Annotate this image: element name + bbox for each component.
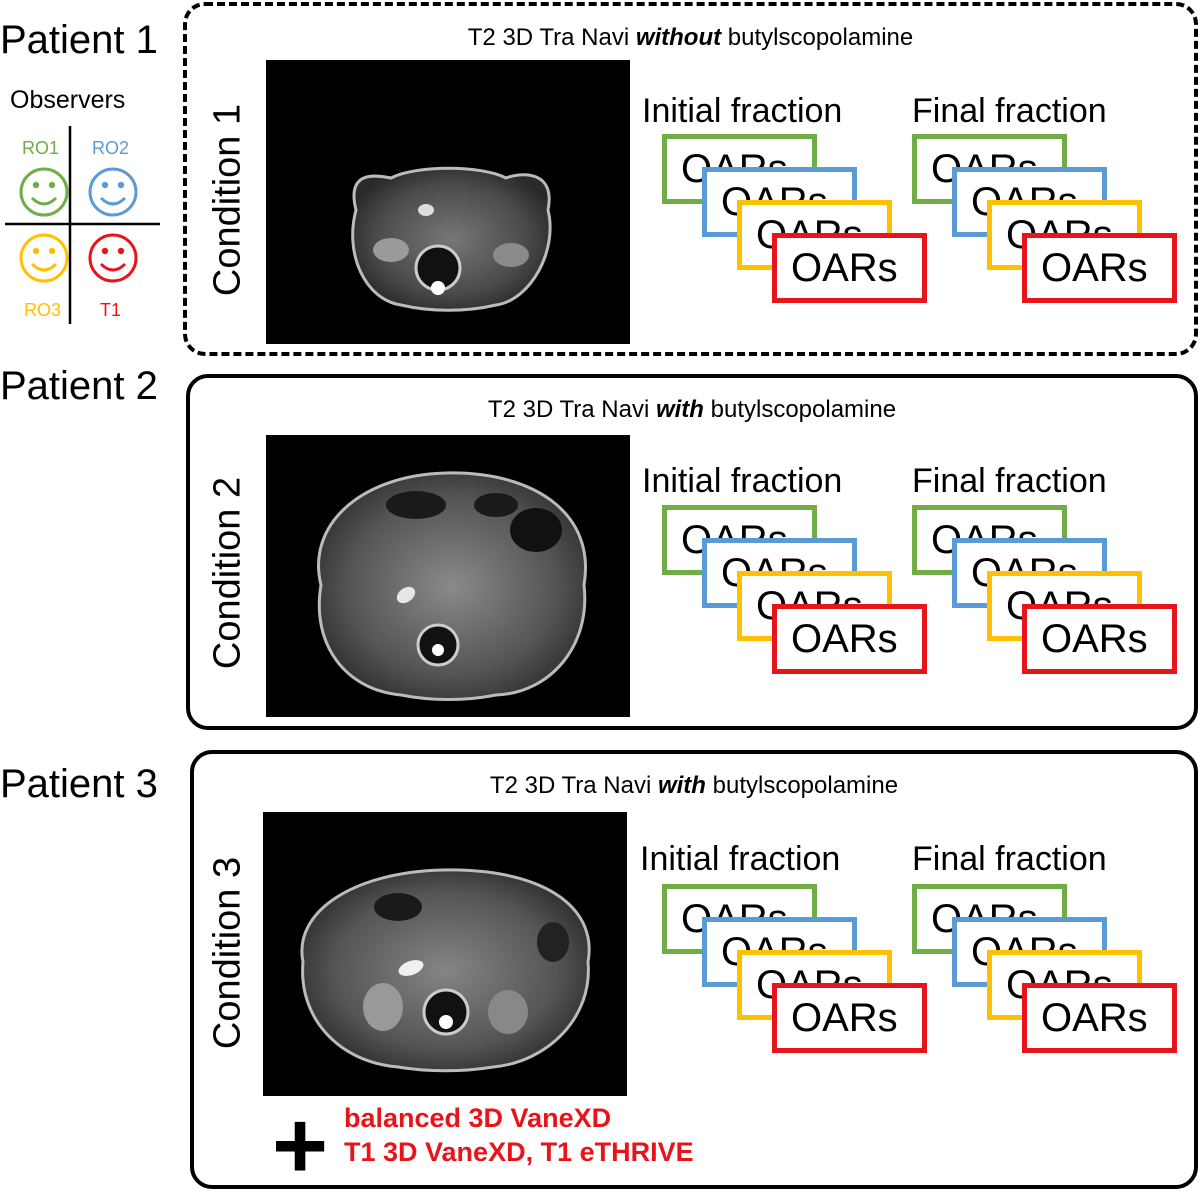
oars-card-t1: OARs — [772, 983, 927, 1053]
panel-2-title: T2 3D Tra Navi with butylscopolamine — [487, 396, 897, 423]
oars-stack-final-2: OARs OARs OARs OARs — [912, 505, 1182, 675]
oars-stack-initial-3: OARs OARs OARs OARs — [662, 884, 932, 1054]
panel-3-title: T2 3D Tra Navi with butylscopolamine — [489, 772, 899, 799]
initial-fraction-label-3: Initial fraction — [640, 840, 841, 878]
patient-2-label: Patient 2 — [0, 364, 158, 408]
final-fraction-label-1: Final fraction — [912, 92, 1107, 130]
observers-grid — [0, 124, 170, 324]
plus-sign: + — [272, 1092, 329, 1199]
condition-1-panel: T2 3D Tra Navi without butylscopolamine — [183, 2, 1198, 356]
patient-1-label: Patient 1 — [0, 18, 158, 62]
oars-card-t1: OARs — [1022, 233, 1177, 303]
observer-ro3-label: RO3 — [24, 300, 62, 320]
extra-sequences-note: balanced 3D VaneXD T1 3D VaneXD, T1 eTHR… — [344, 1102, 694, 1170]
smiley-icon-ro1 — [19, 167, 69, 217]
oars-stack-final-3: OARs OARs OARs OARs — [912, 884, 1182, 1054]
mri-image-3 — [263, 812, 627, 1096]
initial-fraction-label-1: Initial fraction — [642, 92, 843, 130]
oars-card-t1: OARs — [1022, 604, 1177, 674]
observer-ro2-label: RO2 — [92, 138, 130, 158]
oars-stack-initial-2: OARs OARs OARs OARs — [662, 505, 932, 675]
oars-stack-initial-1: OARs OARs OARs OARs — [662, 134, 932, 304]
mri-image-1 — [266, 60, 630, 344]
extra-sequence-line-2: T1 3D VaneXD, T1 eTHRIVE — [344, 1136, 694, 1167]
oars-stack-final-1: OARs OARs OARs OARs — [912, 134, 1182, 304]
panel-1-title: T2 3D Tra Navi without butylscopolamine — [467, 24, 914, 51]
observers-title: Observers — [10, 86, 126, 114]
smiley-icon-ro3 — [19, 233, 69, 283]
condition-2-panel: T2 3D Tra Navi with butylscopolamine — [186, 374, 1198, 730]
mri-image-2 — [266, 435, 630, 717]
final-fraction-label-2: Final fraction — [912, 462, 1107, 500]
observer-t1-label: T1 — [100, 300, 122, 320]
smiley-icon-t1 — [88, 233, 138, 283]
initial-fraction-label-2: Initial fraction — [642, 462, 843, 500]
oars-card-t1: OARs — [772, 604, 927, 674]
observer-ro1-label: RO1 — [22, 138, 60, 158]
smiley-icon-ro2 — [88, 167, 138, 217]
oars-card-t1: OARs — [1022, 983, 1177, 1053]
oars-card-t1: OARs — [772, 233, 927, 303]
extra-sequence-line-1: balanced 3D VaneXD — [344, 1103, 612, 1133]
patient-3-label: Patient 3 — [0, 762, 158, 806]
final-fraction-label-3: Final fraction — [912, 840, 1107, 878]
condition-3-panel: T2 3D Tra Navi with butylscopolamine — [190, 750, 1198, 1189]
